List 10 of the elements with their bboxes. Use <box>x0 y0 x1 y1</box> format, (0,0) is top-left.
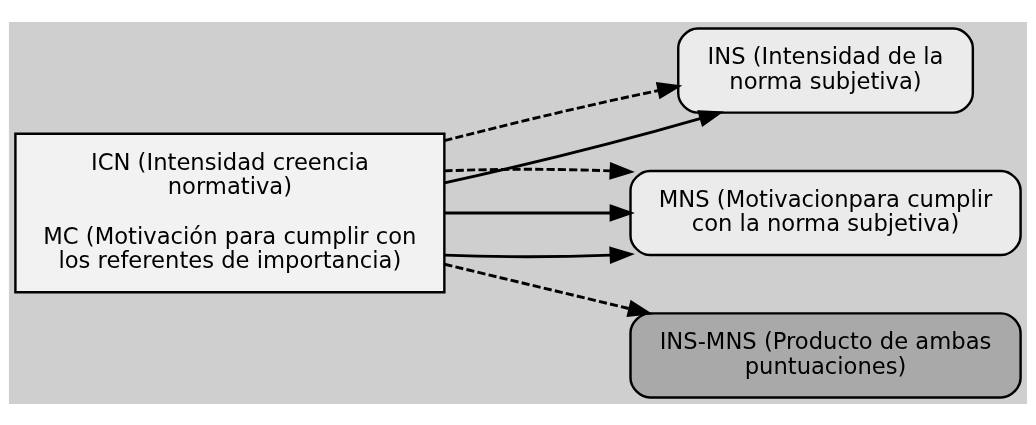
node-box: MNS (Motivacionpara cumplir con la norma subjetiva) <box>629 169 1022 256</box>
arrow <box>444 109 724 184</box>
arrow <box>444 245 635 264</box>
arrow <box>444 81 683 142</box>
node-box: INS (Intensidad de la norma subjetiva) <box>677 26 975 114</box>
arrow <box>444 262 654 317</box>
arrow <box>444 161 635 180</box>
node-box: ICN (Intensidad creencia normativa) MC (Motivación para cumplir con los referentes de importancia) <box>14 131 446 294</box>
node-box: INS-MNS (Producto de ambas puntuaciones) <box>629 311 1022 399</box>
arrow <box>444 203 635 222</box>
